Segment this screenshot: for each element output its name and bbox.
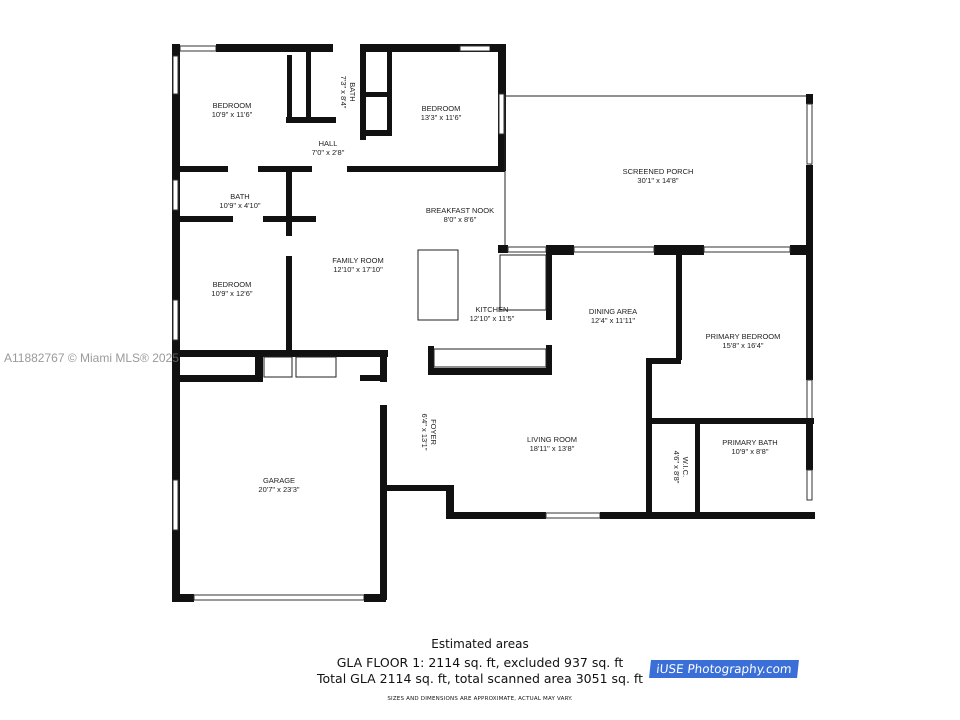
room-name: BATH [348, 82, 357, 101]
room-dims: 7'3" x 8'4" [339, 76, 348, 109]
room-dims: 12'10" x 17'10" [333, 265, 383, 274]
room-dims: 15'8" x 16'4" [722, 341, 763, 350]
room-name: BEDROOM [422, 104, 461, 113]
room-dims: 13'3" x 11'6" [421, 113, 462, 122]
room-dims: 4'6" x 8'8" [672, 451, 681, 484]
room-name: DINING AREA [589, 307, 637, 316]
areas-heading: Estimated areas [431, 637, 529, 651]
room-name: BEDROOM [213, 280, 252, 289]
room-name: SCREENED PORCH [623, 167, 694, 176]
gla-floor-line: GLA FLOOR 1: 2114 sq. ft, excluded 937 s… [336, 655, 624, 670]
room-dims: 8'0" x 8'6" [444, 215, 477, 224]
room-name: FOYER [429, 419, 438, 445]
room-name: LIVING ROOM [527, 435, 577, 444]
room-dims: 30'1" x 14'8" [637, 176, 678, 185]
room-dims: 12'4" x 11'11" [591, 316, 636, 325]
room-name: BEDROOM [213, 101, 252, 110]
room-name: W.I.C. [681, 457, 690, 477]
room-dims: 10'9" x 11'6" [212, 110, 253, 119]
room-name: BREAKFAST NOOK [426, 206, 494, 215]
room-dims: 7'0" x 2'8" [312, 148, 345, 157]
room-dims: 6'4" x 13'1" [420, 414, 429, 451]
room-name: FAMILY ROOM [332, 256, 383, 265]
room-name: BATH [230, 192, 249, 201]
room-dims: 10'9" x 8'8" [732, 447, 769, 456]
walls [172, 44, 815, 602]
room-name: GARAGE [263, 476, 295, 485]
room-dims: 20'7" x 23'3" [258, 485, 299, 494]
disclaimer: SIZES AND DIMENSIONS ARE APPROXIMATE, AC… [387, 696, 573, 702]
watermark: A11882767 © Miami MLS® 2025 [4, 351, 179, 365]
brand-logo: iUSE Photography.com [649, 660, 799, 678]
total-gla-line: Total GLA 2114 sq. ft, total scanned are… [317, 671, 643, 686]
room-dims: 18'11" x 13'8" [530, 444, 575, 453]
room-dims: 12'10" x 11'5" [470, 314, 515, 323]
room-dims: 10'9" x 4'10" [219, 201, 260, 210]
room-name: PRIMARY BATH [722, 438, 777, 447]
room-dims: 10'9" x 12'6" [211, 289, 252, 298]
room-name: HALL [319, 139, 338, 148]
room-labels: BEDROOM 10'9" x 11'6" BATH 7'3" x 8'4" B… [211, 76, 780, 494]
room-name: KITCHEN [476, 305, 509, 314]
room-name: PRIMARY BEDROOM [706, 332, 781, 341]
